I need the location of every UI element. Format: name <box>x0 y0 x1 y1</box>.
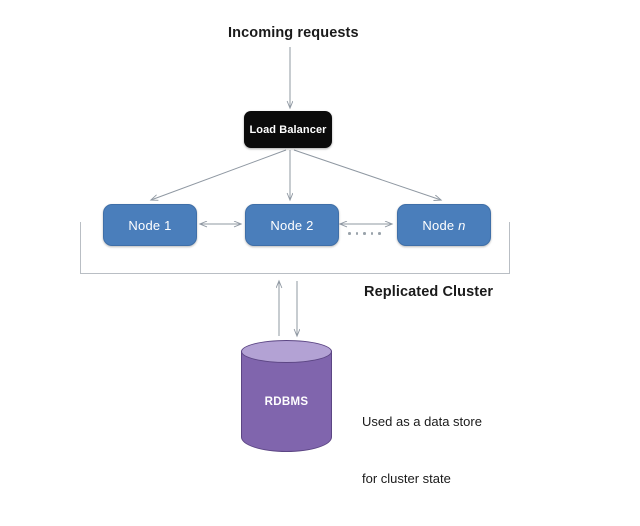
ellipsis-dot <box>363 232 366 235</box>
diagram-canvas: Incoming requests Load Balancer Node 1 N… <box>80 25 510 486</box>
database-note-line-1: Used as a data store <box>362 414 482 429</box>
cluster-node-n[interactable]: Node n <box>397 204 491 246</box>
database-note: Used as a data store for cluster state <box>362 374 482 526</box>
database-cylinder-body <box>241 351 332 452</box>
cluster-node-1[interactable]: Node 1 <box>103 204 197 246</box>
cluster-node-1-label: Node 1 <box>128 217 172 233</box>
ellipsis-dot <box>378 232 381 235</box>
cluster-node-2[interactable]: Node 2 <box>245 204 339 246</box>
rdbms-database-cylinder[interactable]: RDBMS <box>241 340 332 452</box>
database-label: RDBMS <box>264 396 309 408</box>
load-balancer-box[interactable]: Load Balancer <box>244 111 332 148</box>
arrow-loadbalancer-to-noden <box>293 149 441 200</box>
ellipsis-dot <box>355 232 358 235</box>
load-balancer-label: Load Balancer <box>249 123 327 136</box>
ellipsis-dot <box>370 232 373 235</box>
cluster-node-n-label: Node n <box>422 217 466 233</box>
node-ellipsis <box>348 232 381 235</box>
arrow-loadbalancer-to-node1 <box>151 149 287 200</box>
database-note-line-2: for cluster state <box>362 471 451 486</box>
replicated-cluster-label: Replicated Cluster <box>364 284 494 300</box>
cluster-boundary <box>80 222 510 274</box>
incoming-requests-label: Incoming requests <box>228 25 359 41</box>
ellipsis-dot <box>348 232 351 235</box>
cluster-node-2-label: Node 2 <box>270 217 314 233</box>
database-cylinder-top <box>241 340 332 363</box>
